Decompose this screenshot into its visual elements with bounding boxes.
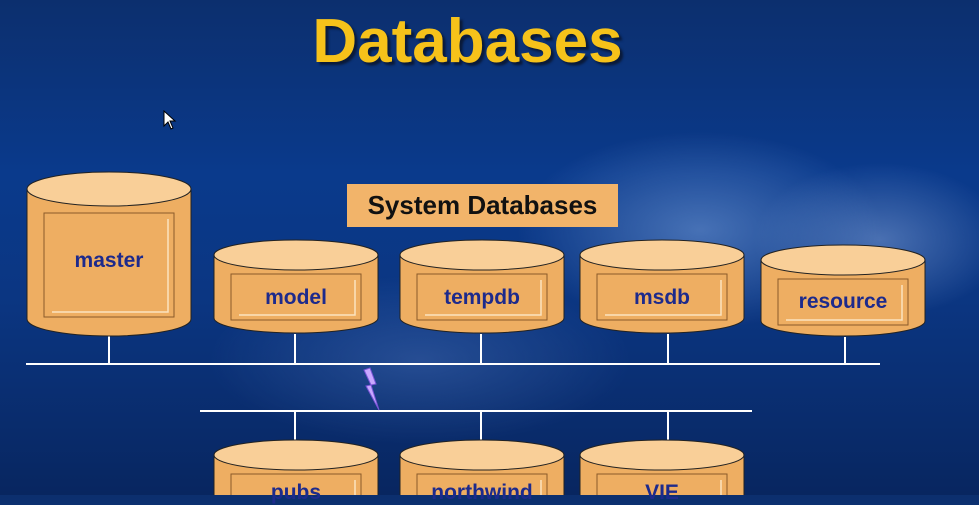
cylinder-top bbox=[399, 439, 565, 471]
database-cylinder-tempdb bbox=[399, 239, 565, 334]
database-label-msdb: msdb bbox=[633, 286, 690, 309]
database-label-tempdb: tempdb bbox=[444, 286, 520, 309]
cylinder-label-frame bbox=[596, 273, 728, 321]
cylinder-label-highlight bbox=[52, 219, 169, 313]
cylinder-body bbox=[26, 188, 192, 337]
cylinder-top bbox=[26, 171, 192, 207]
cylinder-label-highlight bbox=[720, 480, 722, 495]
cylinder-label-frame bbox=[416, 273, 548, 321]
cylinder-label-highlight bbox=[605, 280, 722, 316]
database-cylinder-model bbox=[213, 239, 379, 334]
database-label-northwind: northwind bbox=[431, 481, 533, 504]
database-cylinder-pubs bbox=[213, 439, 379, 495]
connector-lines bbox=[26, 334, 880, 442]
cylinder-label-frame bbox=[230, 273, 362, 321]
cylinder-top bbox=[213, 239, 379, 271]
database-label-resource: resource bbox=[798, 290, 888, 313]
cylinder-label-frame bbox=[777, 278, 909, 326]
cylinder-label-frame bbox=[230, 473, 362, 495]
database-label-master: master bbox=[74, 249, 144, 272]
cylinder-label-highlight bbox=[354, 480, 356, 495]
database-label-model: model bbox=[265, 286, 327, 309]
cylinder-top bbox=[399, 239, 565, 271]
cylinder-top bbox=[579, 439, 745, 471]
cylinder-label-highlight bbox=[239, 280, 356, 316]
database-label-pubs: pubs bbox=[270, 481, 322, 504]
cylinder-top bbox=[579, 239, 745, 271]
cylinder-top bbox=[213, 439, 379, 471]
cylinder-label-highlight bbox=[425, 280, 542, 316]
cylinder-label-frame bbox=[43, 212, 175, 318]
mouse-cursor-icon bbox=[163, 110, 177, 130]
system-databases-label: System Databases bbox=[347, 184, 618, 227]
lightning-icon bbox=[363, 367, 380, 411]
cylinder-top bbox=[760, 244, 926, 276]
database-cylinder-msdb bbox=[579, 239, 745, 334]
page-title: Databases bbox=[312, 7, 623, 76]
database-cylinder-resource bbox=[760, 244, 926, 337]
database-cylinder-master bbox=[26, 171, 192, 337]
cylinder-label-highlight bbox=[540, 480, 542, 495]
database-cylinder-vie bbox=[579, 439, 745, 495]
cylinder-label-highlight bbox=[786, 285, 903, 321]
cylinder-label-frame bbox=[596, 473, 728, 495]
database-cylinder-northwind bbox=[399, 439, 565, 495]
database-label-vie: VIE bbox=[645, 481, 679, 504]
cylinder-label-frame bbox=[416, 473, 548, 495]
